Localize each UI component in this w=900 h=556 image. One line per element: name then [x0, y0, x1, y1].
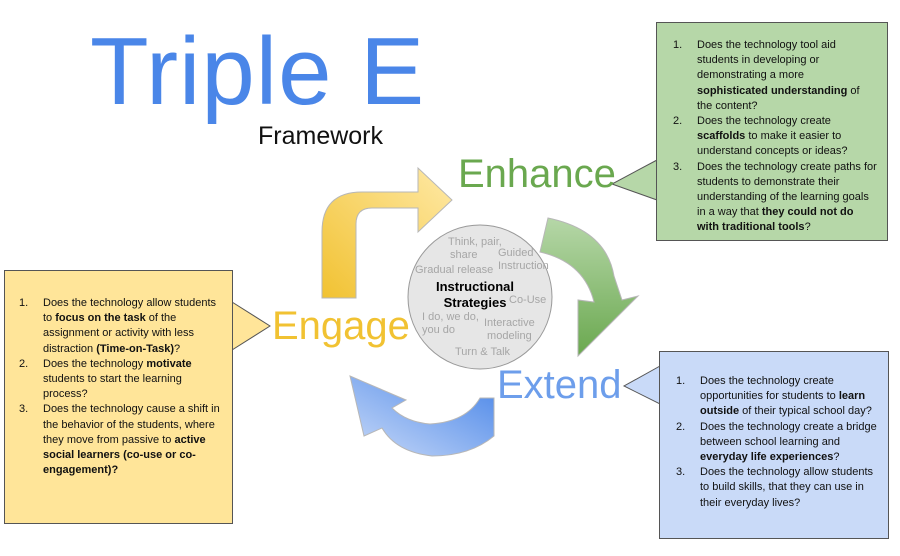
question-text: Does the technology create paths for stu…: [697, 160, 877, 219]
enhance-callout-pointer: [610, 159, 658, 201]
enhance-question: 3. Does the technology create paths for …: [673, 160, 877, 236]
question-text: Does the technology allow students to bu…: [700, 466, 874, 509]
extend-question: 2. Does the technology create a bridge b…: [676, 420, 878, 466]
engage-questions-box: 1. Does the technology allow students to…: [4, 270, 233, 524]
engage-question: 3. Does the technology cause a shift in …: [19, 402, 222, 478]
strategy-think-pair-share: Think, pair, share: [448, 236, 502, 262]
center-label: Instructional Strategies: [436, 279, 514, 311]
center-label-line1: Instructional: [436, 279, 515, 294]
strategies-circle: [407, 224, 553, 370]
question-number: 1.: [673, 39, 683, 51]
strategy-gradual-release: Gradual release: [415, 264, 494, 276]
question-text: Does the technology create opportunities…: [700, 375, 839, 403]
strategy-interactive-modeling: Interactive modeling: [484, 317, 535, 343]
strategy-co-use: Co-Use: [509, 294, 547, 306]
question-emphasis: everyday life experiences: [700, 451, 834, 464]
enhance-question: 2. Does the technology create scaffolds …: [673, 114, 877, 160]
extend-to-engage-arrow: [349, 375, 495, 457]
strategy-think-line2: share: [450, 249, 478, 261]
page-subtitle: Framework: [258, 122, 384, 150]
strategy-interactive-line1: Interactive: [484, 317, 535, 329]
question-emphasis: scaffolds: [697, 130, 746, 143]
question-emphasis: motivate: [146, 357, 192, 370]
extend-question: 3. Does the technology allow students to…: [676, 465, 878, 511]
question-number: 2.: [673, 115, 683, 128]
strategy-guided-line2: Instruction: [498, 260, 549, 272]
enhance-label: Enhance: [458, 152, 616, 196]
question-number: 3.: [673, 160, 683, 173]
question-text: Does the technology: [43, 357, 147, 370]
question-number: 3.: [676, 466, 686, 479]
question-text: Does the technology allow students to: [43, 297, 217, 325]
strategy-guided-instruction: Guided Instruction: [498, 247, 549, 273]
question-text: students to start the learning process?: [43, 373, 182, 401]
question-emphasis: they could not do with traditional tools: [697, 206, 854, 234]
strategy-i-do-we-do: I do, we do, you do: [422, 311, 479, 337]
question-emphasis: active social learners (co-use or co-eng…: [43, 433, 206, 477]
page-title: Triple E: [90, 18, 426, 125]
question-text: ?: [174, 342, 181, 355]
question-text: of their typical school day?: [739, 405, 872, 418]
question-number: 2.: [676, 420, 686, 433]
question-text: ?: [833, 451, 840, 464]
question-emphasis: focus on the task: [55, 312, 146, 325]
center-label-line2: Strategies: [443, 295, 507, 310]
question-number: 2.: [19, 357, 29, 370]
enhance-questions-box: 1. Does the technology tool aid students…: [656, 22, 888, 241]
extend-label: Extend: [497, 363, 622, 407]
extend-questions-box: 1. Does the technology create opportunit…: [659, 351, 889, 539]
engage-question: 2. Does the technology motivate students…: [19, 357, 222, 403]
strategy-ido-line2: you do: [422, 324, 456, 336]
strategy-guided-line1: Guided: [498, 247, 534, 259]
question-text: to make it easier to understand concepts…: [697, 130, 848, 158]
question-text: ?: [804, 221, 811, 234]
enhance-to-extend-arrow: [539, 217, 640, 358]
strategy-ido-line1: I do, we do,: [422, 311, 479, 323]
question-text: of the content?: [697, 84, 860, 112]
strategy-turn-talk: Turn & Talk: [455, 346, 511, 358]
question-text: Does the technology create: [697, 115, 831, 128]
engage-question: 1. Does the technology allow students to…: [19, 296, 222, 357]
strategy-think-line1: Think, pair,: [448, 236, 502, 248]
question-text: of the assignment or activity with less …: [43, 312, 194, 355]
engage-to-enhance-arrow: [321, 166, 453, 299]
question-emphasis: sophisticated understanding: [697, 84, 848, 97]
question-number: 3.: [19, 403, 29, 416]
extend-question: 1. Does the technology create opportunit…: [676, 374, 878, 420]
question-emphasis: (Time-on-Task): [96, 342, 175, 355]
question-text: Does the technology cause a shift in the…: [43, 403, 220, 446]
question-emphasis: learn outside: [700, 390, 866, 418]
question-number: 1.: [19, 297, 29, 309]
question-number: 1.: [676, 375, 686, 387]
engage-callout-pointer: [231, 301, 271, 351]
enhance-question: 1. Does the technology tool aid students…: [673, 38, 877, 114]
question-text: Does the technology tool aid students in…: [697, 39, 836, 82]
strategy-interactive-line2: modeling: [487, 330, 532, 342]
extend-callout-pointer: [622, 365, 661, 405]
question-text: Does the technology create a bridge betw…: [700, 420, 877, 448]
engage-label: Engage: [272, 304, 410, 348]
